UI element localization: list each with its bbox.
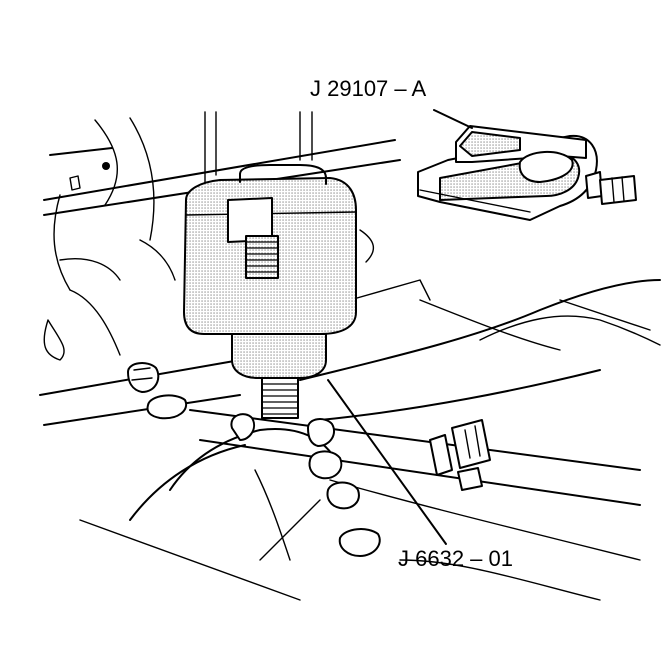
steering-knuckle [129, 413, 381, 561]
puller-tool-label: J 29107 – A [310, 76, 427, 101]
bolt-tool-body [183, 164, 357, 419]
lower-control-arm [39, 359, 641, 506]
bolt-tool-leader [327, 379, 447, 545]
puller-tool [417, 109, 637, 221]
brake-lines [79, 279, 661, 601]
bolt-tool-label: J 6632 – 01 [398, 546, 513, 571]
